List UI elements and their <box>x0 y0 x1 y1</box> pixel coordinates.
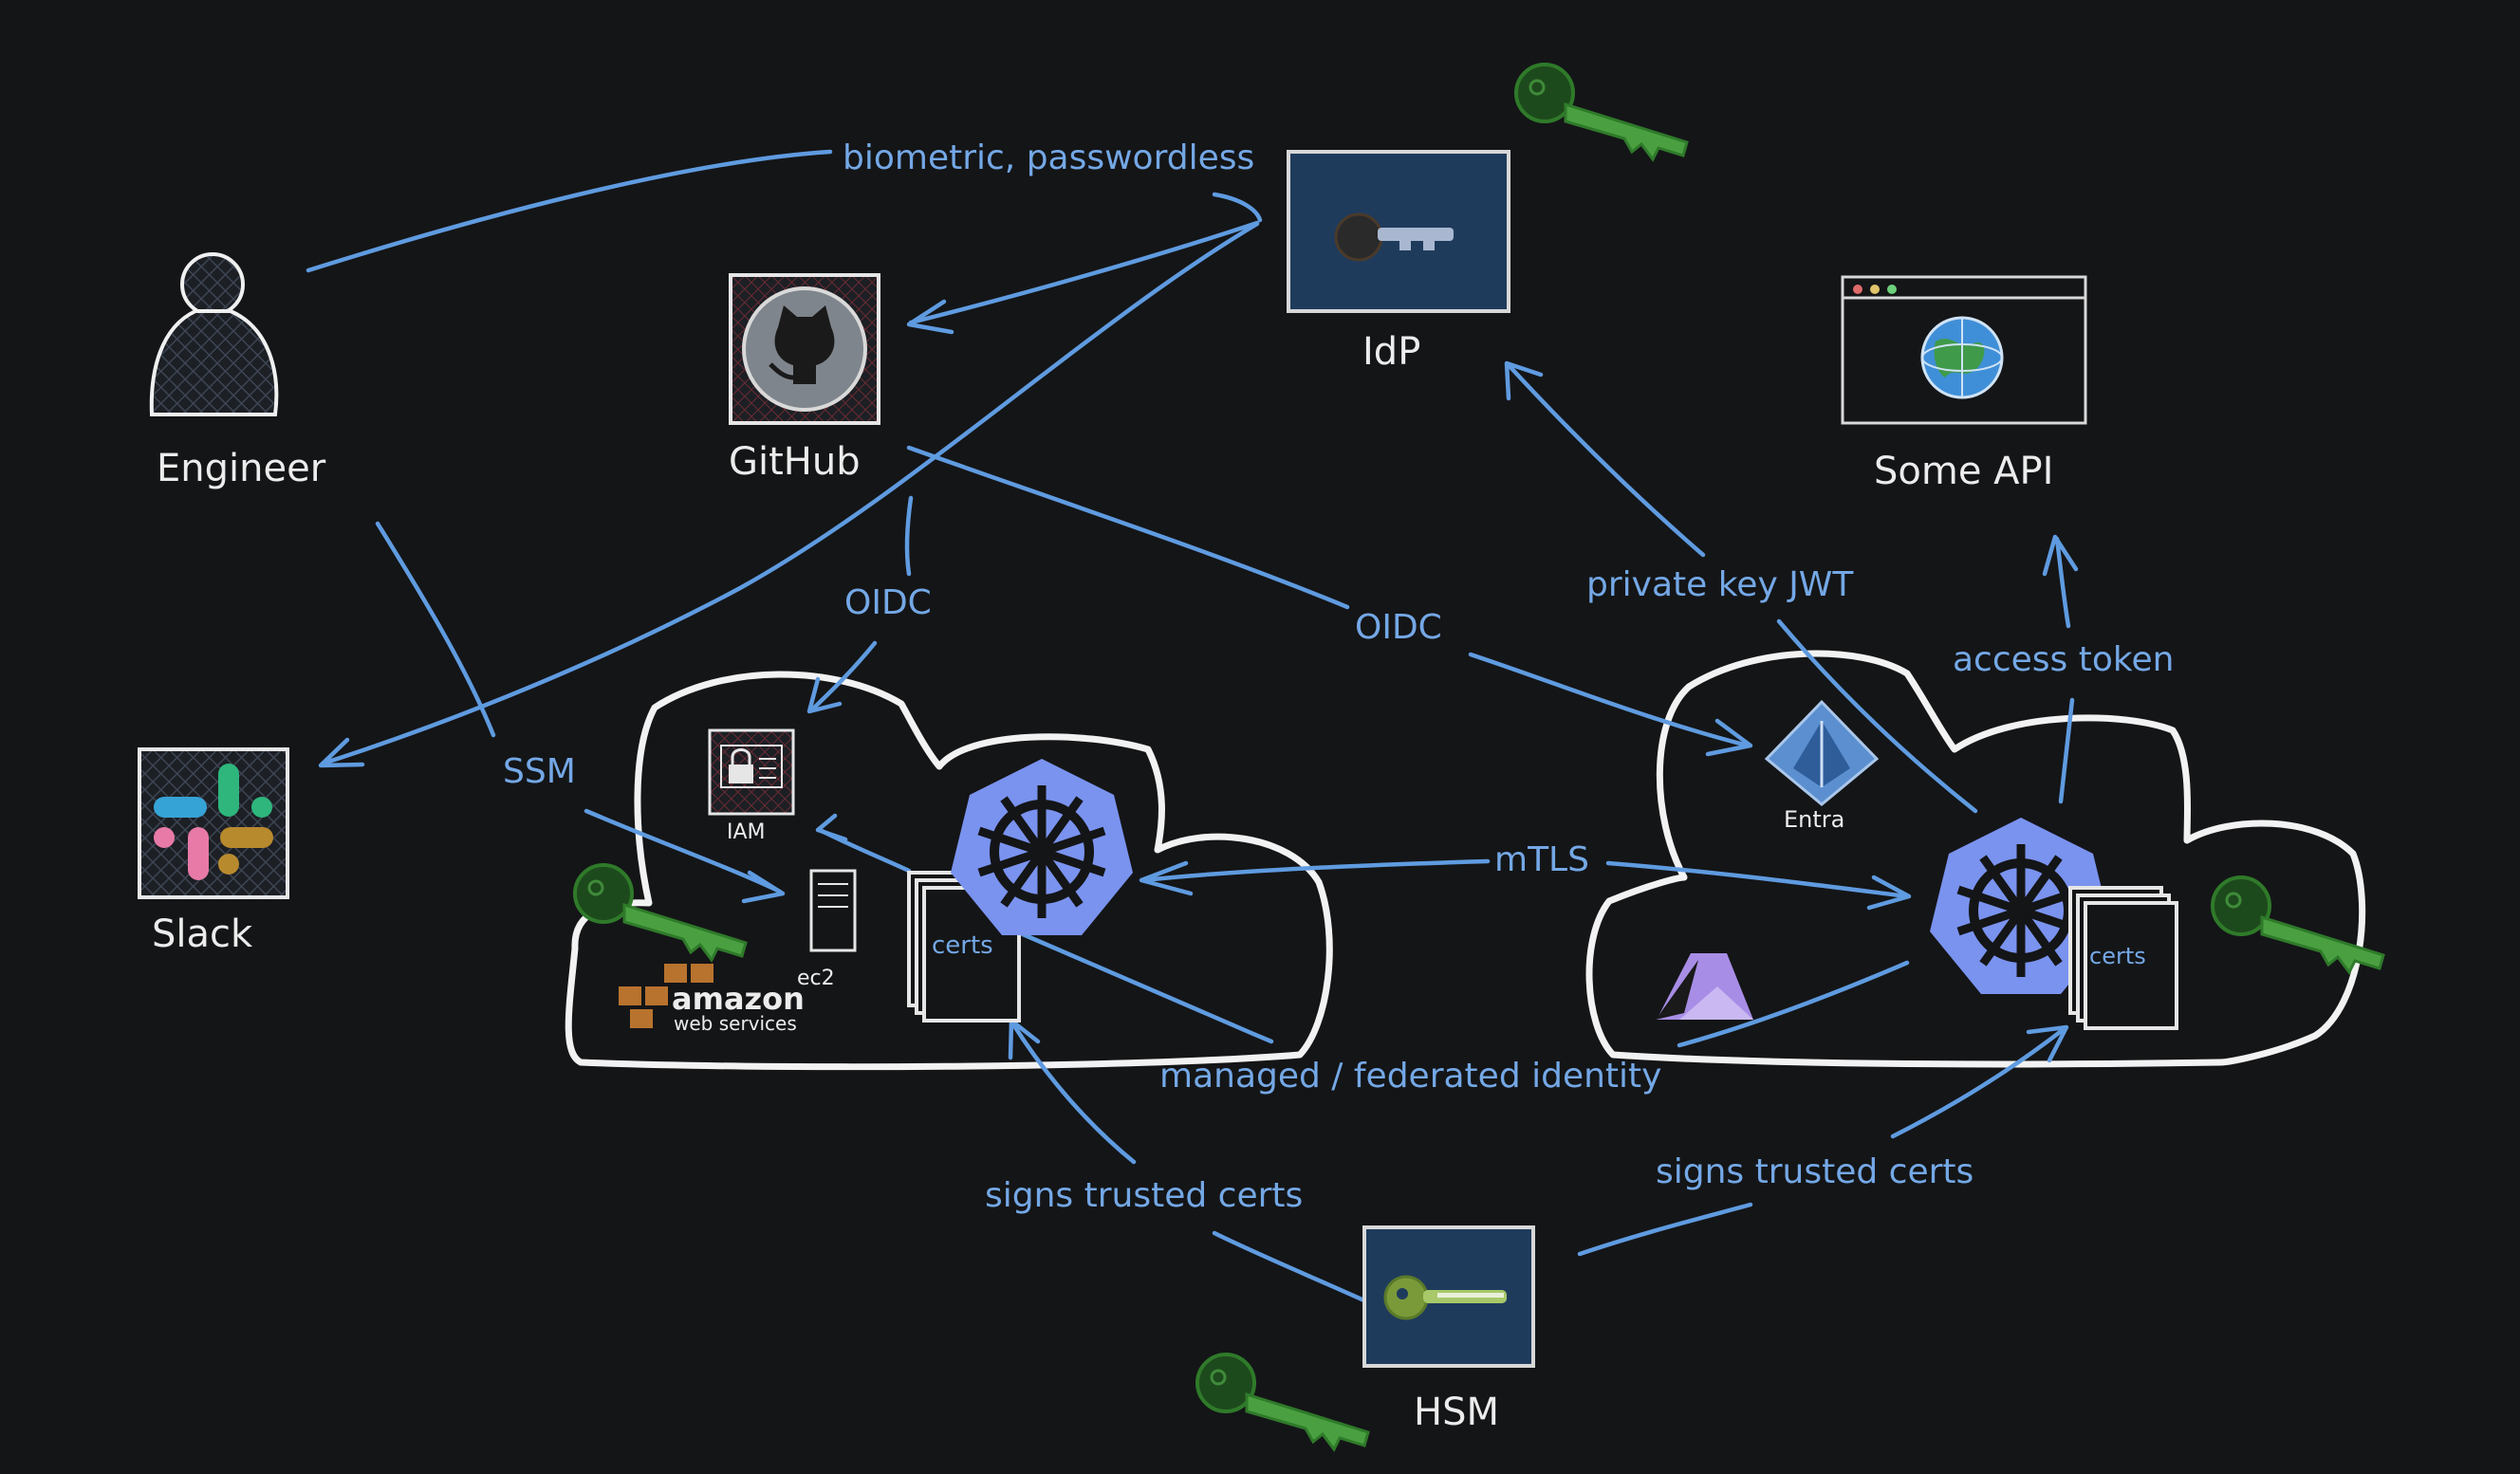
arrowhead-api <box>2042 534 2079 577</box>
edge-engineer-ssm <box>375 521 496 738</box>
kubernetes-icon-right <box>1930 818 2112 994</box>
arrowhead-iam-oidc <box>806 676 843 714</box>
entra-icon <box>1764 699 1880 806</box>
label-ssm: SSM <box>503 752 576 791</box>
arrowhead-idp <box>1504 360 1544 401</box>
arrowhead-ec2 <box>741 870 786 904</box>
aws-logo-text: amazon <box>672 981 805 1017</box>
edge-oidc-left-iam <box>809 640 878 712</box>
azure-cloud <box>1585 650 2366 1068</box>
edge-jwt-idp <box>1506 362 1706 558</box>
certs-right-stack <box>2068 886 2178 1030</box>
iam-label: IAM <box>727 820 766 844</box>
edge-github-oidc-left <box>904 495 914 577</box>
label-oidc-right: OIDC <box>1355 608 1442 647</box>
edge-k8s-jwt <box>1776 618 1978 814</box>
edge-k8s-token <box>2058 697 2075 804</box>
edge-idp-slack <box>320 221 1260 766</box>
edge-mtls-left <box>1140 858 1491 883</box>
arrowhead-github <box>906 299 954 335</box>
engineer-label: Engineer <box>157 447 326 490</box>
key-icon-idp <box>1514 63 1689 161</box>
label-private-key-jwt: private key JWT <box>1586 565 1854 604</box>
idp-box <box>1287 150 1510 313</box>
certs-left-label: certs <box>932 931 993 960</box>
edge-mtls-right <box>1605 860 1910 899</box>
key-icon-azure <box>2211 875 2385 974</box>
edge-certs-managed <box>1020 931 1274 1044</box>
github-label: GitHub <box>729 440 861 484</box>
key-icon-hsm <box>1195 1353 1370 1451</box>
arrowhead-iam-certs <box>815 813 848 842</box>
github-icon <box>729 273 880 425</box>
certs-right-label: certs <box>2089 943 2146 969</box>
label-managed-federated: managed / federated identity <box>1159 1057 1661 1096</box>
aws-logo-icon: amazon web services <box>619 964 805 1035</box>
aws-logo-subtext: web services <box>674 1012 797 1035</box>
azure-icon <box>1656 953 1753 1020</box>
kubernetes-icon-left <box>951 759 1133 935</box>
edge-biometric-idp <box>1212 192 1263 223</box>
entra-label: Entra <box>1784 806 1844 833</box>
arrowhead-entra <box>1705 718 1753 757</box>
key-icon <box>1334 212 1454 262</box>
edge-github-oidc-right <box>906 445 1350 610</box>
aws-cloud <box>565 671 1333 1071</box>
edge-idp-github <box>908 220 1260 325</box>
hsm-label: HSM <box>1414 1391 1499 1434</box>
arrowhead-slack <box>318 737 365 768</box>
slack-icon <box>138 747 289 899</box>
edge-azure-managed <box>1677 960 1910 1048</box>
hsm-box <box>1362 1225 1535 1368</box>
edge-hsm-signs-left <box>1212 1230 1369 1304</box>
hsm-key-icon <box>1383 1275 1507 1320</box>
edge-oidc-right-entra <box>1468 652 1751 748</box>
arrowhead-certs-right <box>2026 1024 2069 1063</box>
label-mtls: mTLS <box>1494 840 1589 879</box>
edge-token-api <box>2054 536 2071 629</box>
idp-label: IdP <box>1362 330 1420 374</box>
iam-lock-icon <box>708 728 795 816</box>
some-api-label: Some API <box>1874 450 2053 493</box>
label-signs-right: signs trusted certs <box>1656 1152 1973 1191</box>
arrowhead-mtls-left <box>1139 860 1194 896</box>
label-access-token: access token <box>1953 640 2174 679</box>
edge-hsm-signs-right <box>1577 1202 1753 1257</box>
label-signs-left: signs trusted certs <box>985 1176 1303 1215</box>
browser-globe-icon <box>1841 275 2087 425</box>
edge-ssm-ec2 <box>584 808 783 894</box>
label-biometric: biometric, passwordless <box>843 138 1254 177</box>
edge-signs-right-certs <box>1890 1026 2066 1139</box>
key-icon-aws <box>573 863 748 962</box>
edge-signs-left-certs <box>1010 1022 1137 1165</box>
edge-engineer-idp <box>306 149 833 273</box>
label-oidc-left: OIDC <box>844 583 932 622</box>
arrowhead-mtls-right <box>1866 875 1912 911</box>
server-icon <box>809 869 857 952</box>
slack-label: Slack <box>152 912 253 956</box>
ec2-label: ec2 <box>797 967 835 990</box>
person-icon <box>149 252 279 416</box>
